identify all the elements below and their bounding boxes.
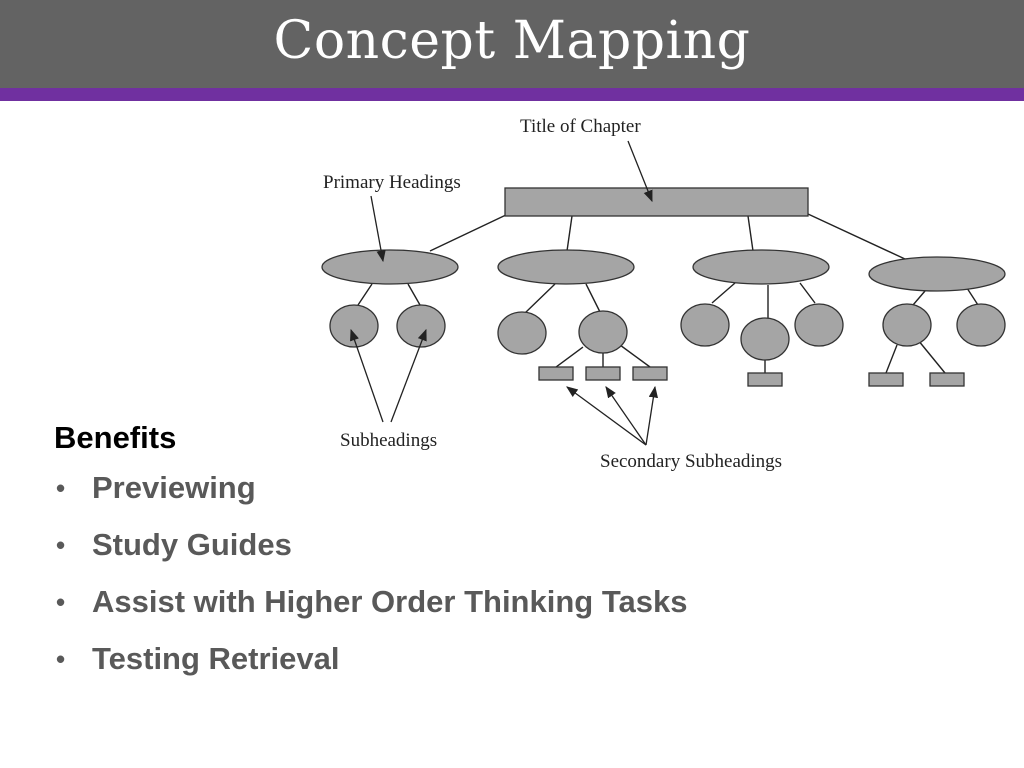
- benefits-list: • Previewing • Study Guides • Assist with H…: [54, 470, 814, 677]
- slide-header: Concept Mapping: [0, 0, 1024, 88]
- subheading-4a: [882, 303, 932, 347]
- arrow-title-of-chapter: [627, 140, 653, 203]
- secondary-subheading-2: [585, 366, 621, 381]
- primary-heading-4: [868, 256, 1006, 292]
- benefits-section: Benefits • Previewing • Study Guides • Assi…: [54, 420, 814, 698]
- slide-title: Concept Mapping: [273, 11, 751, 71]
- benefit-item: • Testing Retrieval: [54, 641, 814, 677]
- connector-lines: [357, 213, 979, 374]
- subheading-3a: [680, 303, 730, 347]
- benefit-text: Testing Retrieval: [92, 641, 340, 676]
- benefit-item: • Assist with Higher Order Thinking Tasks: [54, 584, 814, 620]
- bullet-icon: •: [56, 473, 66, 503]
- chapter-title-box: [504, 187, 809, 217]
- subheading-2a: [497, 311, 547, 355]
- label-subheadings: Subheadings: [340, 430, 437, 451]
- arrow-subheadings-1: [350, 328, 384, 423]
- secondary-subheading-4: [747, 372, 783, 387]
- arrow-primary-headings: [370, 195, 386, 263]
- accent-bar: [0, 88, 1024, 101]
- benefit-item: • Previewing: [54, 470, 814, 506]
- arrow-secondary-1: [566, 386, 647, 446]
- benefit-text: Previewing: [92, 470, 256, 505]
- secondary-subheading-6: [929, 372, 965, 387]
- annotation-arrows: [350, 140, 659, 446]
- secondary-subheading-3: [632, 366, 668, 381]
- primary-heading-3: [692, 249, 830, 285]
- bullet-icon: •: [56, 587, 66, 617]
- secondary-subheading-5: [868, 372, 904, 387]
- arrow-subheadings-2: [390, 328, 427, 423]
- bullet-icon: •: [56, 530, 66, 560]
- primary-heading-1: [321, 249, 459, 285]
- subheading-4b: [956, 303, 1006, 347]
- arrow-secondary-2: [605, 386, 647, 446]
- arrow-secondary-3: [645, 385, 659, 446]
- label-primary-headings: Primary Headings: [323, 172, 461, 193]
- diagram-shapes: [321, 187, 1006, 387]
- subheading-1a: [329, 304, 379, 348]
- primary-heading-2: [497, 249, 635, 285]
- subheading-2b: [578, 310, 628, 354]
- benefit-item: • Study Guides: [54, 527, 814, 563]
- benefit-text: Assist with Higher Order Thinking Tasks: [92, 584, 688, 619]
- label-secondary-subheadings: Secondary Subheadings: [600, 451, 782, 472]
- bullet-icon: •: [56, 644, 66, 674]
- subheading-1b: [396, 304, 446, 348]
- subheading-3b: [740, 317, 790, 361]
- benefit-text: Study Guides: [92, 527, 292, 562]
- benefits-heading: Benefits: [54, 420, 177, 455]
- label-title-of-chapter: Title of Chapter: [520, 116, 641, 137]
- secondary-subheading-1: [538, 366, 574, 381]
- subheading-3c: [794, 303, 844, 347]
